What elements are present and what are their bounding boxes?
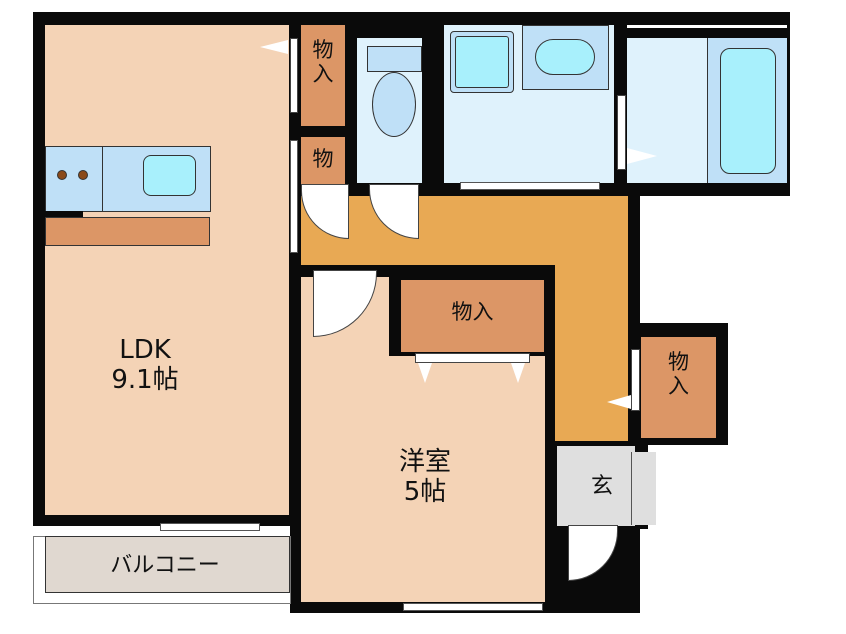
genkan-shoe-shelf [631, 452, 656, 525]
closet-top-a-label: 物 入 [312, 38, 334, 87]
vanity-sink-icon [535, 39, 595, 75]
closet-center-door[interactable] [415, 353, 530, 363]
washroom-sliding-door[interactable] [460, 182, 600, 190]
sink-icon [143, 155, 196, 196]
western-room-window [403, 603, 543, 611]
door-arrow-icon [418, 363, 432, 383]
closet-top-b[interactable] [301, 137, 345, 184]
ldk-size: 9.1帖 [111, 364, 179, 395]
western-room-label: 洋室 5帖 [380, 447, 470, 508]
door-arrow-icon [511, 363, 525, 383]
ldk-label: LDK 9.1帖 [95, 335, 195, 396]
stove-section [45, 146, 103, 212]
toilet-tank-icon [367, 46, 422, 72]
bathtub-water-icon [720, 48, 776, 174]
ldk-door-panel[interactable] [290, 38, 298, 113]
genkan [557, 446, 635, 526]
closet-right-door[interactable] [631, 349, 640, 411]
ldk-room [45, 25, 289, 515]
kitchen-back-counter [45, 217, 210, 246]
balcony [45, 536, 290, 593]
western-room-name: 洋室 [398, 447, 451, 477]
door-arrow-icon [260, 40, 288, 54]
ldk-window [160, 523, 260, 531]
ldk-sliding-door[interactable] [290, 140, 298, 253]
closet-center-label: 物入 [451, 300, 494, 324]
ldk-name: LDK [119, 335, 171, 365]
genkan-label: 玄 [590, 474, 613, 499]
door-arrow-icon [627, 148, 657, 164]
stove-burner-icon [57, 170, 67, 180]
bathroom-door-panel[interactable] [617, 95, 626, 170]
closet-top-a[interactable] [301, 25, 345, 126]
toilet-bowl-icon [372, 72, 416, 137]
closet-center[interactable] [401, 280, 544, 352]
closet-top-b-label: 物 [312, 147, 334, 171]
closet-right[interactable] [641, 337, 716, 438]
closet-right-label: 物 入 [668, 350, 689, 399]
balcony-label: バルコニー [110, 553, 220, 578]
door-arrow-icon [607, 395, 631, 409]
bathroom-window [627, 25, 787, 28]
western-room-size: 5帖 [403, 476, 447, 507]
stove-burner-icon [78, 170, 88, 180]
washing-machine-inner [455, 36, 509, 88]
